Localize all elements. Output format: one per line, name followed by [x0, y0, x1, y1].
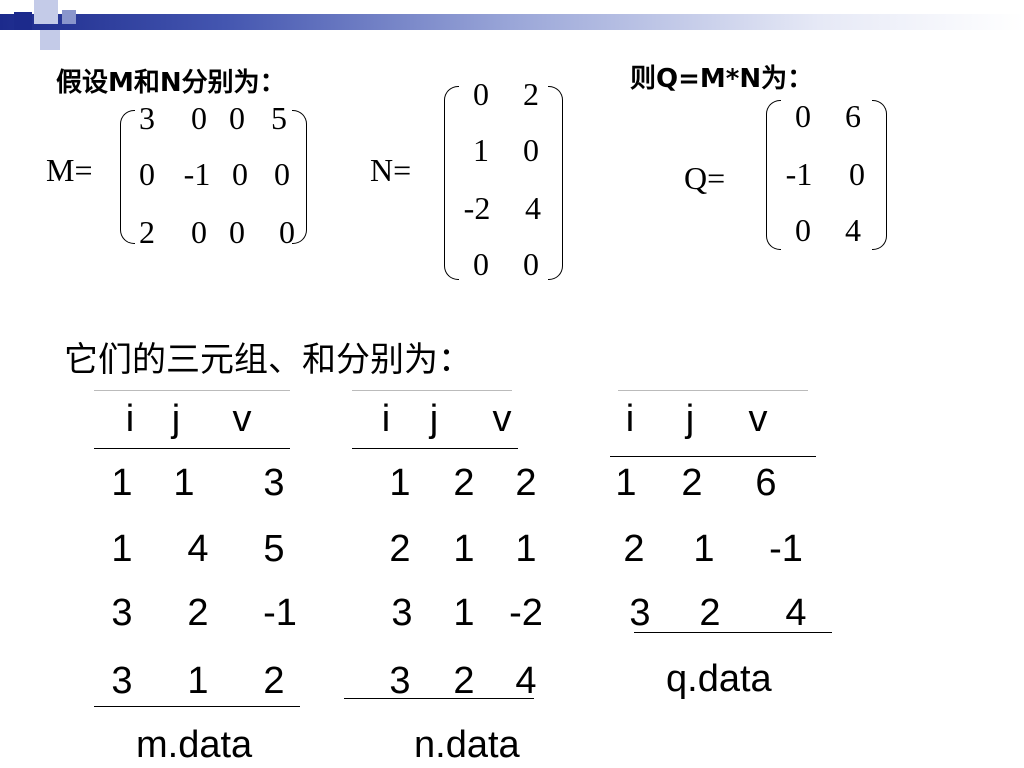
matrix-m-cell: 3	[139, 100, 155, 136]
heading-mn: 假设M和N分别为：	[56, 68, 286, 98]
table-n-cell: 1	[453, 528, 475, 570]
matrix-q-cell: 0	[849, 156, 865, 192]
table-q-cell: 6	[755, 462, 777, 504]
table-m-cell: 1	[173, 462, 195, 504]
matrix-m-cell: 0	[232, 156, 248, 192]
matrix-n-cell: 2	[523, 76, 539, 112]
matrix-m-cell: 0	[139, 156, 155, 192]
table-n-cell: 2	[389, 528, 411, 570]
matrix-q-label: Q=	[684, 160, 726, 196]
logo-square-light	[34, 0, 58, 24]
table-n-header: v	[492, 398, 512, 440]
matrix-q-left-bracket	[766, 100, 781, 250]
matrix-n-right-bracket	[548, 86, 563, 280]
table-n-cell: 2	[453, 462, 475, 504]
table-q-cell: 1	[615, 462, 637, 504]
matrix-m-cell: -1	[183, 156, 211, 192]
matrix-n-cell: 0	[473, 246, 489, 282]
table-n-header: i	[381, 398, 391, 440]
table-q-cell: 2	[623, 528, 645, 570]
matrix-n-label: N=	[370, 152, 412, 188]
matrix-q-cell: 6	[845, 98, 861, 134]
matrix-m-cell: 2	[139, 214, 155, 250]
table-m-cell: 2	[263, 660, 285, 702]
table-m-cell: 3	[263, 462, 285, 504]
table-q-top-rule	[618, 390, 808, 391]
table-m-cell: 3	[111, 592, 133, 634]
matrix-n-cell: 0	[523, 246, 539, 282]
logo-square-mid	[62, 10, 76, 24]
table-n-cell: 3	[389, 660, 411, 702]
matrix-n-cell: 1	[473, 132, 489, 168]
table-m-header: i	[125, 398, 135, 440]
matrix-m-cell: 0	[229, 214, 245, 250]
matrix-m-cell: 0	[191, 214, 207, 250]
table-m-cell: 4	[187, 528, 209, 570]
table-m-caption: m.data	[136, 724, 253, 766]
table-m-cell: 3	[111, 660, 133, 702]
logo-square-light	[40, 30, 60, 50]
triples-heading: 它们的三元组、和分别为：	[64, 340, 472, 380]
table-m-header: j	[171, 398, 181, 440]
matrix-q-cell: 0	[795, 212, 811, 248]
table-n-header: j	[429, 398, 439, 440]
table-m-bottom-rule	[94, 706, 300, 707]
matrix-m-cell: 0	[229, 100, 245, 136]
table-n-cell: 1	[515, 528, 537, 570]
table-n-cell: 2	[453, 660, 475, 702]
table-n-header-rule	[352, 448, 518, 449]
matrix-m-cell: 5	[271, 100, 287, 136]
table-n-cell: 4	[515, 660, 537, 702]
table-m-cell: 5	[263, 528, 285, 570]
matrix-q-cell: 4	[845, 212, 861, 248]
table-q-cell: 2	[681, 462, 703, 504]
table-m-header: v	[232, 398, 252, 440]
table-q-cell: -1	[769, 528, 803, 570]
table-m-cell: 1	[187, 660, 209, 702]
table-q-header-rule	[610, 456, 816, 457]
table-q-header: v	[748, 398, 768, 440]
table-q-cell: 3	[629, 592, 651, 634]
table-n-cell: 1	[389, 462, 411, 504]
table-n-cell: 2	[515, 462, 537, 504]
heading-q: 则Q=M*N为：	[630, 64, 814, 94]
table-n-cell: 3	[391, 592, 413, 634]
header-band	[0, 14, 1024, 30]
matrix-m-cell: 0	[191, 100, 207, 136]
table-m-cell: 2	[187, 592, 209, 634]
matrix-m-cell: 0	[279, 214, 295, 250]
table-n-top-rule	[352, 390, 512, 391]
matrix-q-cell: 0	[795, 98, 811, 134]
matrix-q-cell: -1	[785, 156, 813, 192]
matrix-n-left-bracket	[444, 86, 459, 280]
matrix-m-label: M=	[46, 152, 93, 188]
matrix-m-cell: 0	[274, 156, 290, 192]
table-m-header-rule	[94, 448, 290, 449]
table-m-cell: 1	[111, 462, 133, 504]
table-q-cell: 4	[785, 592, 807, 634]
matrix-n-cell: 4	[525, 190, 541, 226]
table-m-cell: 1	[111, 528, 133, 570]
table-q-cell: 1	[693, 528, 715, 570]
table-q-bottom-rule	[634, 632, 832, 633]
table-m-cell: -1	[263, 592, 297, 634]
logo-square-dark	[14, 12, 32, 30]
table-n-cell: 1	[453, 592, 475, 634]
matrix-n-cell: 0	[523, 132, 539, 168]
table-q-cell: 2	[699, 592, 721, 634]
matrix-n-cell: 0	[473, 76, 489, 112]
table-q-caption: q.data	[666, 658, 772, 700]
matrix-q-right-bracket	[872, 100, 887, 250]
table-q-header: j	[685, 398, 695, 440]
table-n-bottom-rule	[344, 698, 534, 699]
table-n-caption: n.data	[414, 724, 520, 766]
table-q-header: i	[625, 398, 635, 440]
table-n-cell: -2	[509, 592, 543, 634]
matrix-n-cell: -2	[463, 190, 491, 226]
table-m-top-rule	[94, 390, 290, 391]
